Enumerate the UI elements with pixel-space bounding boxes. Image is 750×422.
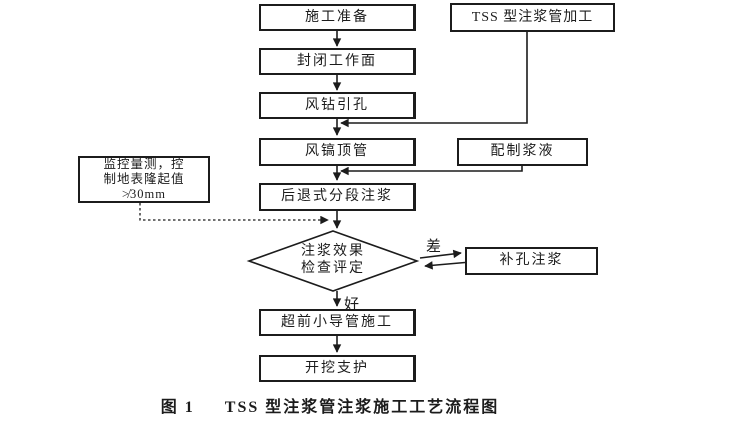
node-excavation-support: 开挖支护 <box>259 355 416 382</box>
connector-slurry-feed <box>340 166 523 176</box>
connector-tss-feed <box>340 32 528 128</box>
caption-fig-number: 图 1 <box>160 399 195 416</box>
decision-diamond-shape <box>246 230 420 292</box>
arrow-refill-to-check <box>424 261 466 270</box>
caption-title: TSS 型注浆管注浆施工工艺流程图 <box>224 399 500 416</box>
node-monitoring-note: 监控量测，控 制地表隆起值 ≯30mm <box>78 156 210 203</box>
arrow-check-to-refill <box>419 249 462 259</box>
monitor-line-2: 制地表隆起值 <box>103 172 185 186</box>
monitor-line-1: 监控量测，控 <box>103 157 185 171</box>
edge-label-good: 好 <box>344 297 360 313</box>
node-advance-small-pipe: 超前小导管施工 <box>259 309 416 336</box>
node-pneumatic-drill-hole: 风钻引孔 <box>259 92 416 119</box>
check-line-2: 检查评定 <box>301 260 365 276</box>
connector-monitor-dashed <box>139 203 329 225</box>
decision-grouting-effect-check: 注浆效果 检查评定 <box>263 244 403 277</box>
edge-label-bad: 差 <box>426 239 442 255</box>
node-construction-prep: 施工准备 <box>259 4 416 31</box>
node-seal-work-face: 封闭工作面 <box>259 48 416 75</box>
node-refill-grouting: 补孔注浆 <box>465 247 598 275</box>
node-prepare-slurry: 配制浆液 <box>457 138 588 166</box>
node-tss-pipe-fabrication: TSS 型注浆管加工 <box>450 3 615 32</box>
monitor-line-3: ≯30mm <box>122 187 166 201</box>
node-retreat-segment-grouting: 后退式分段注浆 <box>259 183 416 211</box>
node-pneumatic-pick-jacking: 风镐顶管 <box>259 138 416 166</box>
check-line-1: 注浆效果 <box>301 244 365 259</box>
figure-caption: 图 1 TSS 型注浆管注浆施工工艺流程图 <box>60 393 600 417</box>
